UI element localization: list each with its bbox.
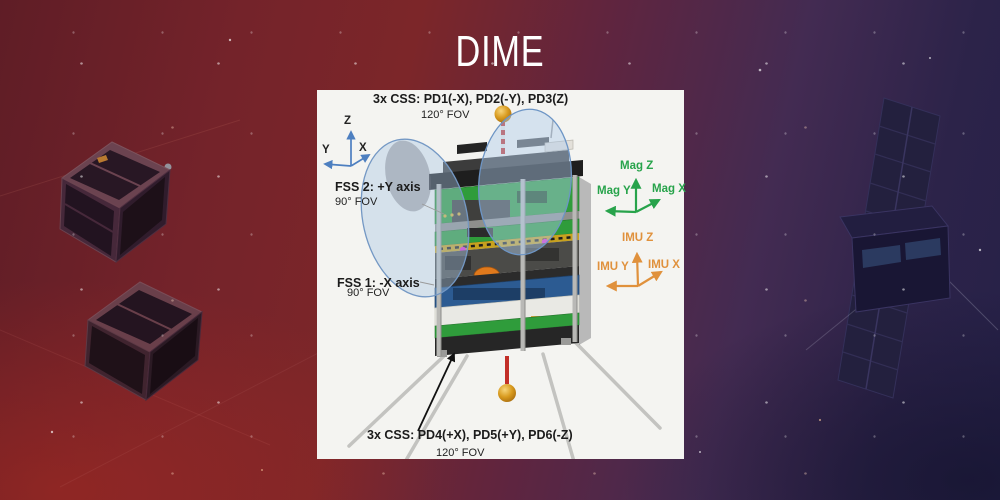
satellite-right [805, 97, 999, 399]
mag-z-label: Mag Z [620, 160, 654, 172]
imu-y-label: IMU Y [597, 261, 629, 273]
fss2-fov: 90° FOV [335, 196, 378, 208]
axis-z-label: Z [344, 115, 352, 127]
page-title: DIME [455, 27, 545, 76]
bottom-antenna [498, 356, 516, 402]
css-top-fov: 120° FOV [421, 109, 470, 121]
mag-y-label: Mag Y [597, 185, 631, 197]
fss2-label: FSS 2: +Y axis [335, 180, 421, 194]
css-bottom-label: 3x CSS: PD4(+X), PD5(+Y), PD6(-Z) [367, 428, 573, 442]
imu-z-label: IMU Z [622, 232, 654, 244]
axis-x-label: X [359, 142, 367, 154]
cubesat-top-left [59, 141, 171, 264]
imu-x-label: IMU X [648, 259, 680, 271]
cubesat-bottom-left [84, 281, 203, 402]
mag-x-label: Mag X [652, 183, 686, 195]
css-top-label: 3x CSS: PD1(-X), PD2(-Y), PD3(Z) [373, 92, 569, 106]
axis-y-label: Y [322, 144, 330, 156]
diagram-panel: 3x CSS: PD1(-X), PD2(-Y), PD3(Z) 120° FO… [317, 90, 686, 459]
fss1-fov: 90° FOV [347, 287, 390, 299]
cubesat-diagram-art [323, 105, 663, 459]
css-bottom-fov: 120° FOV [436, 447, 485, 459]
